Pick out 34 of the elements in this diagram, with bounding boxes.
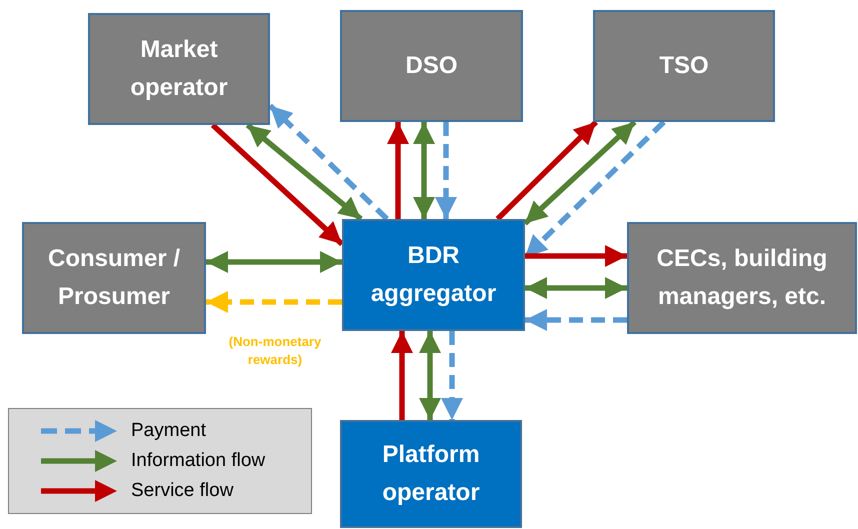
box-label: TSO: [659, 51, 709, 81]
arrow: [525, 277, 627, 299]
box-label: Platform operator: [381, 440, 481, 508]
legend-label: Payment: [131, 418, 206, 443]
arrow: [523, 120, 637, 226]
arrow: [387, 122, 409, 219]
process-box: [593, 10, 775, 122]
arrow: [413, 122, 435, 219]
arrow: [441, 331, 463, 420]
arrow: [210, 122, 344, 246]
box-label: BDR aggregator: [370, 241, 498, 309]
arrow: [419, 331, 441, 420]
legend-label: Service flow: [131, 478, 234, 503]
edge-label: (Non-monetary rewards): [228, 333, 322, 369]
process-box: [340, 420, 522, 528]
process-box: [340, 10, 523, 122]
box-label: Market operator: [129, 35, 229, 103]
box-label: DSO: [405, 51, 458, 81]
process-box: [22, 222, 206, 334]
process-box: [342, 219, 525, 331]
arrow: [246, 122, 363, 222]
arrow: [435, 122, 457, 219]
arrow: [206, 291, 342, 313]
legend-label: Information flow: [131, 448, 266, 473]
box-label: Consumer / Prosumer: [46, 244, 182, 312]
arrow: [525, 245, 627, 267]
arrow: [391, 331, 413, 420]
arrow: [268, 104, 389, 221]
box-label: CECs, building managers, etc.: [656, 244, 828, 312]
arrow: [206, 251, 342, 273]
process-box: [88, 13, 270, 125]
arrow: [496, 120, 598, 221]
arrow: [525, 309, 627, 331]
process-box: [627, 222, 857, 334]
